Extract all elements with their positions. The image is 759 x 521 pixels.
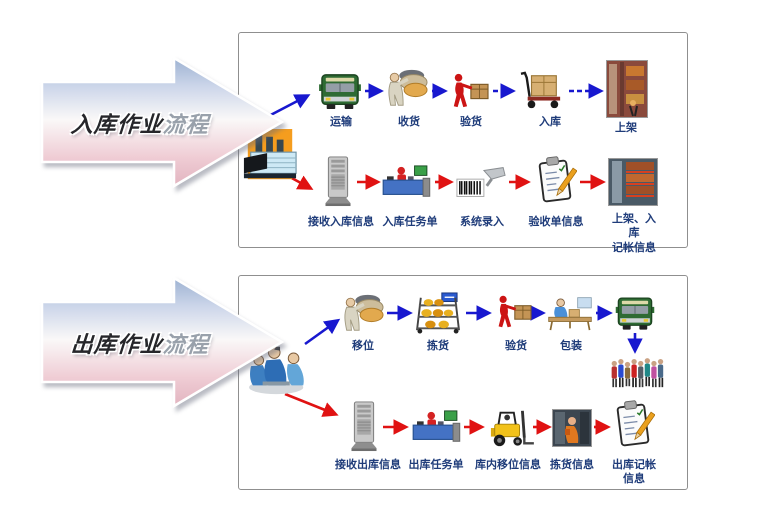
outbound-banner-title-main: 出库作业 — [69, 333, 164, 358]
server-icon — [347, 400, 381, 452]
outbound-banner-title: 出库作业流程 — [51, 327, 229, 359]
outbound-step-pack-label: 包装 — [560, 339, 582, 352]
truck-icon — [317, 72, 363, 110]
shelving-photo-icon — [606, 60, 648, 118]
outbound-step-move-label: 移位 — [352, 339, 374, 352]
outbound-step-inspect-label: 验货 — [505, 339, 527, 352]
packing-icon — [547, 295, 593, 331]
carry-goods-icon — [338, 291, 386, 335]
picking-photo-icon — [552, 409, 592, 447]
inbound-info-task-label: 入库任务单 — [382, 215, 438, 228]
task-desk-icon — [380, 164, 432, 202]
inspect-goods-icon — [492, 294, 534, 330]
inbound-banner-title-tail: 流程 — [161, 113, 210, 138]
outbound-banner-title-tail: 流程 — [161, 333, 210, 358]
inspect-goods-icon — [447, 72, 491, 110]
factory-icon — [242, 123, 298, 191]
inbound-info-entry-label: 系统录入 — [460, 215, 504, 228]
outbound-info-booking-label: 出库记帐信息 — [612, 458, 656, 486]
inbound-step-inspect-label: 验货 — [460, 115, 482, 128]
pick-rack-icon — [413, 292, 463, 334]
outbound-info-receive-label: 接收出库信息 — [335, 458, 401, 471]
inbound-step-transport-label: 运输 — [330, 115, 352, 128]
outbound-info-move-label: 库内移位信息 — [475, 458, 541, 471]
meeting-icon — [245, 339, 317, 397]
inbound-panel: 运输 收货 验货 入库 上架 接收入库信息 入库任务单 系统录入 验收单信息 上… — [238, 32, 688, 254]
server-icon — [321, 155, 355, 207]
inbound-banner-title-main: 入库作业 — [69, 113, 164, 138]
receive-goods-icon — [382, 66, 430, 110]
inbound-info-receive-label: 接收入库信息 — [308, 215, 374, 228]
outbound-step-pick-label: 拣货 — [427, 339, 449, 352]
inbound-banner-title: 入库作业流程 — [51, 107, 229, 139]
inbound-info-booking-label: 上架、入库 记帐信息 — [612, 212, 656, 254]
inbound-info-check-label: 验收单信息 — [528, 215, 584, 228]
inbound-step-receive-label: 收货 — [398, 115, 420, 128]
checklist-icon — [611, 399, 655, 451]
truck-icon — [614, 295, 656, 331]
outbound-panel: 移位 拣货 验货 包装 接收出库信息 出库任务单 库内移位信息 拣货信息 出库记… — [238, 275, 688, 490]
checklist-icon — [533, 155, 577, 207]
task-desk-icon — [410, 409, 462, 447]
outbound-info-pick-label: 拣货信息 — [550, 458, 594, 471]
inbound-step-putaway-label: 入库 — [539, 115, 561, 128]
pallet-jack-icon — [517, 70, 567, 112]
outbound-info-task-label: 出库任务单 — [408, 458, 464, 471]
crowd-icon — [607, 356, 665, 390]
inbound-step-shelve-label: 上架 — [615, 121, 637, 134]
barcode-scan-icon — [455, 165, 507, 201]
outbound-flow-arrows — [284, 305, 643, 435]
forklift-icon — [485, 407, 535, 449]
warehouse-photo-icon — [608, 158, 658, 206]
